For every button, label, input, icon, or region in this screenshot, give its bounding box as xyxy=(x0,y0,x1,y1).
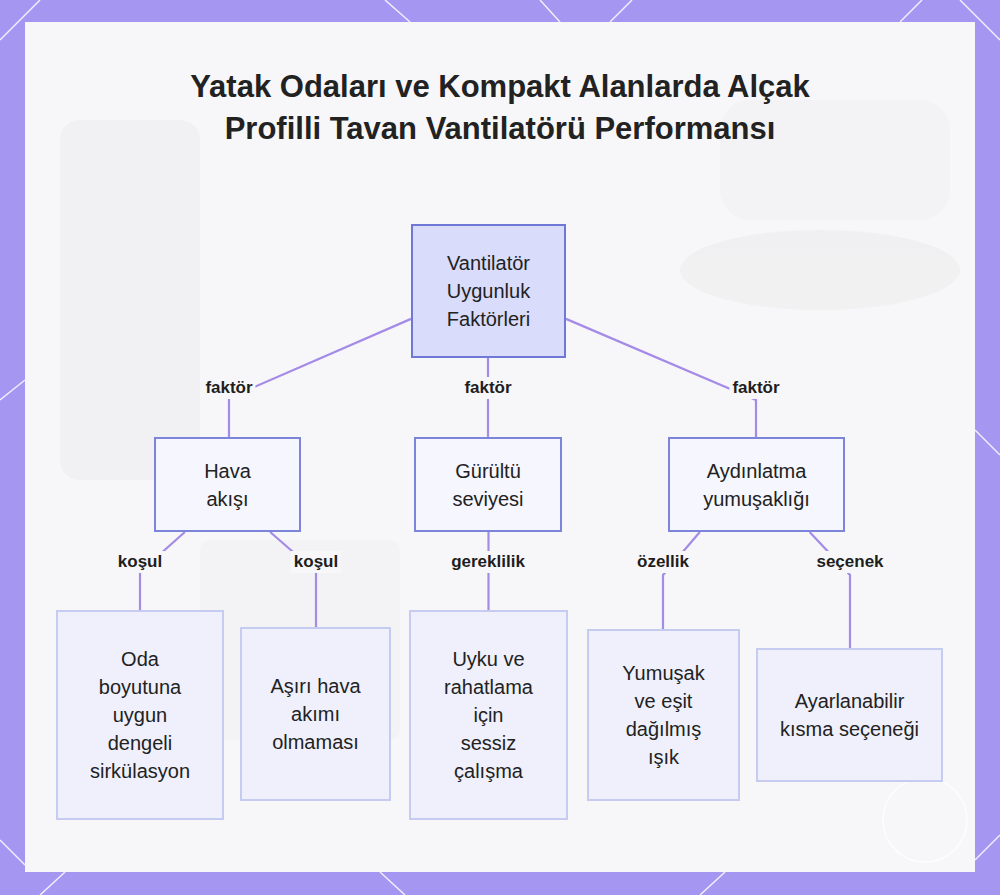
node-text: Yumuşak ve eşit dağılmış ışık xyxy=(617,659,710,771)
concept-box: Vantilatör Uygunluk Faktörleri xyxy=(411,224,566,358)
diagram-title: Yatak Odaları ve Kompakt Alanlarda Alçak… xyxy=(190,66,810,150)
concept-box: Gürültü seviyesi xyxy=(414,437,562,532)
concept-box: Aydınlatma yumuşaklığı xyxy=(668,437,845,532)
node-text: Vantilatör Uygunluk Faktörleri xyxy=(421,249,556,333)
node-text: Aşırı hava akımı olmaması xyxy=(264,672,367,756)
concept-box: Uyku ve rahatlama için sessiz çalışma xyxy=(409,610,568,820)
panel xyxy=(25,22,975,872)
concept-box: Hava akışı xyxy=(154,437,301,532)
concept-box: Yumuşak ve eşit dağılmış ışık xyxy=(587,629,740,801)
edge-label: faktör xyxy=(729,377,782,399)
edge-label: koşul xyxy=(291,551,341,573)
concept-box: Ayarlanabilir kısma seçeneği xyxy=(756,648,943,782)
concept-box: Oda boyutuna uygun dengeli sirkülasyon xyxy=(56,610,224,820)
edge-label: koşul xyxy=(115,551,165,573)
connector-line xyxy=(810,532,850,648)
edge-label: gereklilik xyxy=(448,551,528,573)
connector-line xyxy=(270,532,316,627)
node-text: Uyku ve rahatlama için sessiz çalışma xyxy=(444,645,533,785)
edge-label: faktör xyxy=(461,377,514,399)
edge-label: faktör xyxy=(202,377,255,399)
node-text: Hava akışı xyxy=(186,457,269,513)
edge-label: seçenek xyxy=(813,551,886,573)
corner-badge xyxy=(883,778,967,862)
node-text: Ayarlanabilir kısma seçeneği xyxy=(776,687,923,743)
connector-line xyxy=(663,532,700,629)
node-text: Aydınlatma yumuşaklığı xyxy=(684,457,829,513)
node-text: Oda boyutuna uygun dengeli sirkülasyon xyxy=(84,645,196,785)
connector-line xyxy=(229,319,411,437)
node-text: Gürültü seviyesi xyxy=(438,457,538,513)
connector-line xyxy=(566,319,756,437)
concept-box: Aşırı hava akımı olmaması xyxy=(240,627,391,801)
edge-label: özellik xyxy=(634,551,692,573)
